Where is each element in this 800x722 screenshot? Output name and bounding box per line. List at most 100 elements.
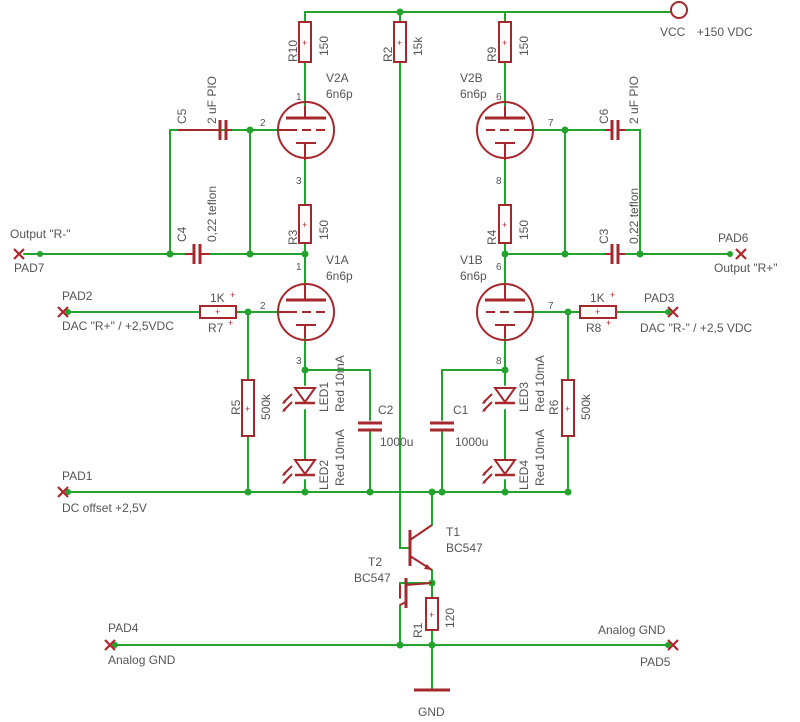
svg-text:6n6p: 6n6p — [460, 269, 487, 283]
svg-text:C4: C4 — [175, 226, 189, 242]
svg-text:6n6p: 6n6p — [326, 269, 353, 283]
svg-text:+: + — [565, 404, 570, 414]
svg-text:LED3: LED3 — [517, 382, 531, 412]
svg-text:C3: C3 — [597, 228, 611, 244]
svg-text:LED1: LED1 — [317, 382, 331, 412]
capacitor-c2: C2 1000u — [358, 403, 413, 449]
resistor-r4: + R4 150 — [485, 204, 531, 245]
svg-text:2 uF PIO: 2 uF PIO — [205, 76, 219, 124]
svg-text:C5: C5 — [175, 108, 189, 124]
svg-text:1K: 1K — [590, 291, 605, 305]
svg-text:3: 3 — [296, 176, 302, 187]
gnd-symbol: GND — [414, 688, 450, 719]
svg-text:R7: R7 — [208, 321, 224, 335]
svg-text:V1B: V1B — [460, 253, 483, 267]
svg-text:Red 10mA: Red 10mA — [333, 429, 347, 486]
led-3: LED3 Red 10mA — [482, 355, 547, 412]
svg-text:PAD7: PAD7 — [14, 261, 45, 275]
resistor-r8: + 1K + R8 + — [579, 290, 617, 335]
resistor-r5: + R5 500k — [229, 379, 273, 437]
svg-text:500k: 500k — [579, 393, 593, 420]
resistor-r10: + R10 150 — [286, 21, 331, 63]
svg-text:+: + — [228, 318, 233, 328]
transistor-t1: T1 BC547 — [408, 524, 483, 571]
svg-text:PAD5: PAD5 — [640, 655, 671, 669]
tube-v2b: 6 7 8 V2B 6n6p — [460, 71, 554, 187]
svg-text:+: + — [302, 220, 307, 230]
svg-text:C1: C1 — [453, 403, 469, 417]
svg-text:+: + — [397, 38, 402, 48]
svg-text:R9: R9 — [485, 46, 499, 62]
capacitor-c6: C6 2 uF PIO — [597, 76, 641, 140]
svg-text:+: + — [606, 318, 611, 328]
capacitor-c1: C1 1000u — [430, 403, 488, 449]
resistor-r3: + R3 150 — [286, 204, 331, 245]
svg-text:+: + — [245, 404, 250, 414]
svg-text:+: + — [502, 220, 507, 230]
pad-3: PAD3 DAC "R-" / +2,5 VDC — [640, 291, 753, 335]
resistor-r7: + R7 1K + R7 + — [199, 290, 237, 335]
svg-text:+: + — [230, 290, 235, 300]
svg-text:1000u: 1000u — [380, 435, 413, 449]
svg-text:2: 2 — [260, 118, 266, 129]
svg-text:R3: R3 — [286, 229, 300, 245]
svg-text:6: 6 — [496, 262, 502, 273]
resistor-r2: + R2 15k — [381, 21, 425, 63]
pad-6: PAD6 Output "R+" — [714, 231, 778, 275]
resistor-r1: + R1 120 — [411, 597, 457, 638]
svg-text:3: 3 — [296, 356, 302, 367]
svg-text:R6: R6 — [547, 399, 561, 415]
vcc-label: VCC — [660, 25, 686, 39]
svg-text:V1A: V1A — [326, 253, 349, 267]
tube-v2a: 1 2 3 V2A 6n6p — [260, 71, 353, 187]
transistor-t2: T2 BC547 — [354, 555, 433, 608]
svg-text:Analog GND: Analog GND — [108, 653, 176, 667]
pad-1: PAD1 DC offset +2,5V — [57, 469, 147, 515]
svg-text:0,22 teflon: 0,22 teflon — [627, 188, 641, 244]
svg-text:0,22 teflon: 0,22 teflon — [205, 186, 219, 242]
junction-dots — [37, 8, 733, 649]
svg-text:DC offset +2,5V: DC offset +2,5V — [62, 501, 147, 515]
svg-text:Output "R+": Output "R+" — [714, 261, 778, 275]
svg-text:BC547: BC547 — [446, 541, 483, 555]
capacitor-c4: C4 0,22 teflon — [175, 186, 219, 264]
svg-text:15k: 15k — [411, 36, 425, 56]
svg-text:DAC "R-" / +2,5 VDC: DAC "R-" / +2,5 VDC — [640, 321, 753, 335]
svg-text:V2B: V2B — [460, 71, 483, 85]
svg-text:PAD2: PAD2 — [62, 289, 93, 303]
pad-5: Analog GND PAD5 — [598, 623, 679, 669]
led-1: LED1 Red 10mA — [282, 355, 347, 412]
svg-text:+: + — [429, 610, 434, 620]
pad-7: Output "R-" PAD7 — [10, 227, 71, 275]
svg-text:V2A: V2A — [326, 71, 349, 85]
svg-text:PAD6: PAD6 — [718, 231, 749, 245]
svg-text:PAD1: PAD1 — [62, 469, 93, 483]
svg-text:150: 150 — [517, 220, 531, 240]
svg-text:1: 1 — [296, 262, 302, 273]
svg-text:T1: T1 — [446, 525, 460, 539]
svg-text:+: + — [302, 38, 307, 48]
svg-text:500k: 500k — [259, 393, 273, 420]
svg-text:+: + — [502, 38, 507, 48]
gnd-label: GND — [418, 705, 445, 719]
svg-text:6: 6 — [496, 92, 502, 103]
svg-text:1000u: 1000u — [455, 435, 488, 449]
svg-text:Analog GND: Analog GND — [598, 623, 666, 637]
vcc-value: +150 VDC — [697, 25, 753, 39]
svg-text:BC547: BC547 — [354, 571, 391, 585]
svg-text:150: 150 — [317, 36, 331, 56]
svg-text:7: 7 — [548, 118, 554, 129]
resistor-r6: + R6 500k — [547, 379, 593, 437]
svg-text:R8: R8 — [586, 321, 602, 335]
pad-4: PAD4 Analog GND — [104, 621, 176, 667]
svg-text:2: 2 — [260, 301, 266, 312]
svg-text:LED4: LED4 — [517, 460, 531, 490]
svg-text:R4: R4 — [485, 229, 499, 245]
svg-text:+: + — [595, 307, 600, 317]
svg-text:R10: R10 — [286, 40, 300, 62]
svg-text:6n6p: 6n6p — [460, 87, 487, 101]
svg-text:150: 150 — [317, 220, 331, 240]
resistor-r9: + R9 150 — [485, 21, 531, 63]
